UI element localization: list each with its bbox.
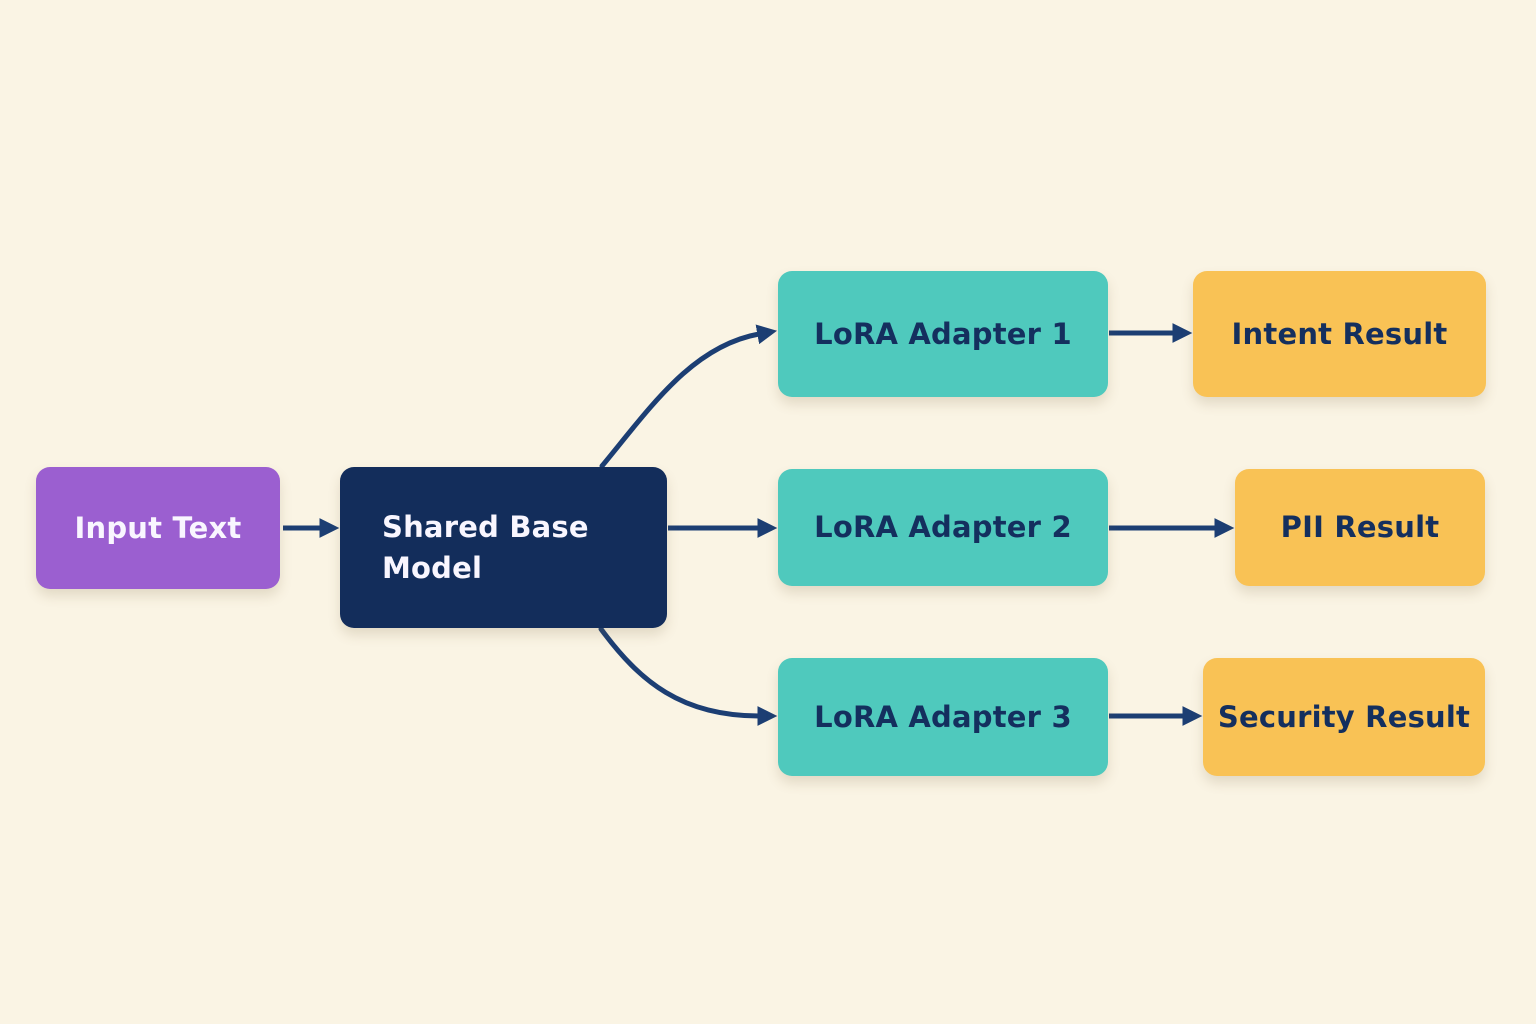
edge-base-to-adapter1 <box>599 324 778 469</box>
edge-base-to-adapter3 <box>598 626 778 726</box>
node-intent-result-label: Intent Result <box>1231 316 1448 351</box>
node-security-result: Security Result <box>1203 658 1485 776</box>
node-pii-result: PII Result <box>1235 469 1485 586</box>
node-pii-result-label: PII Result <box>1280 510 1440 545</box>
node-input-text-label: Input Text <box>74 510 242 545</box>
node-lora-adapter-2-label: LoRA Adapter 2 <box>814 510 1072 545</box>
node-intent-result: Intent Result <box>1193 271 1486 397</box>
node-lora-adapter-1: LoRA Adapter 1 <box>778 271 1108 397</box>
node-shared-base-model-label: Shared Base Model <box>382 510 589 585</box>
node-input-text: Input Text <box>36 467 280 589</box>
node-shared-base-model: Shared Base Model <box>340 467 667 628</box>
node-lora-adapter-2: LoRA Adapter 2 <box>778 469 1108 586</box>
node-lora-adapter-1-label: LoRA Adapter 1 <box>814 316 1072 351</box>
node-security-result-label: Security Result <box>1217 699 1471 734</box>
node-lora-adapter-3-label: LoRA Adapter 3 <box>814 699 1072 734</box>
node-lora-adapter-3: LoRA Adapter 3 <box>778 658 1108 776</box>
